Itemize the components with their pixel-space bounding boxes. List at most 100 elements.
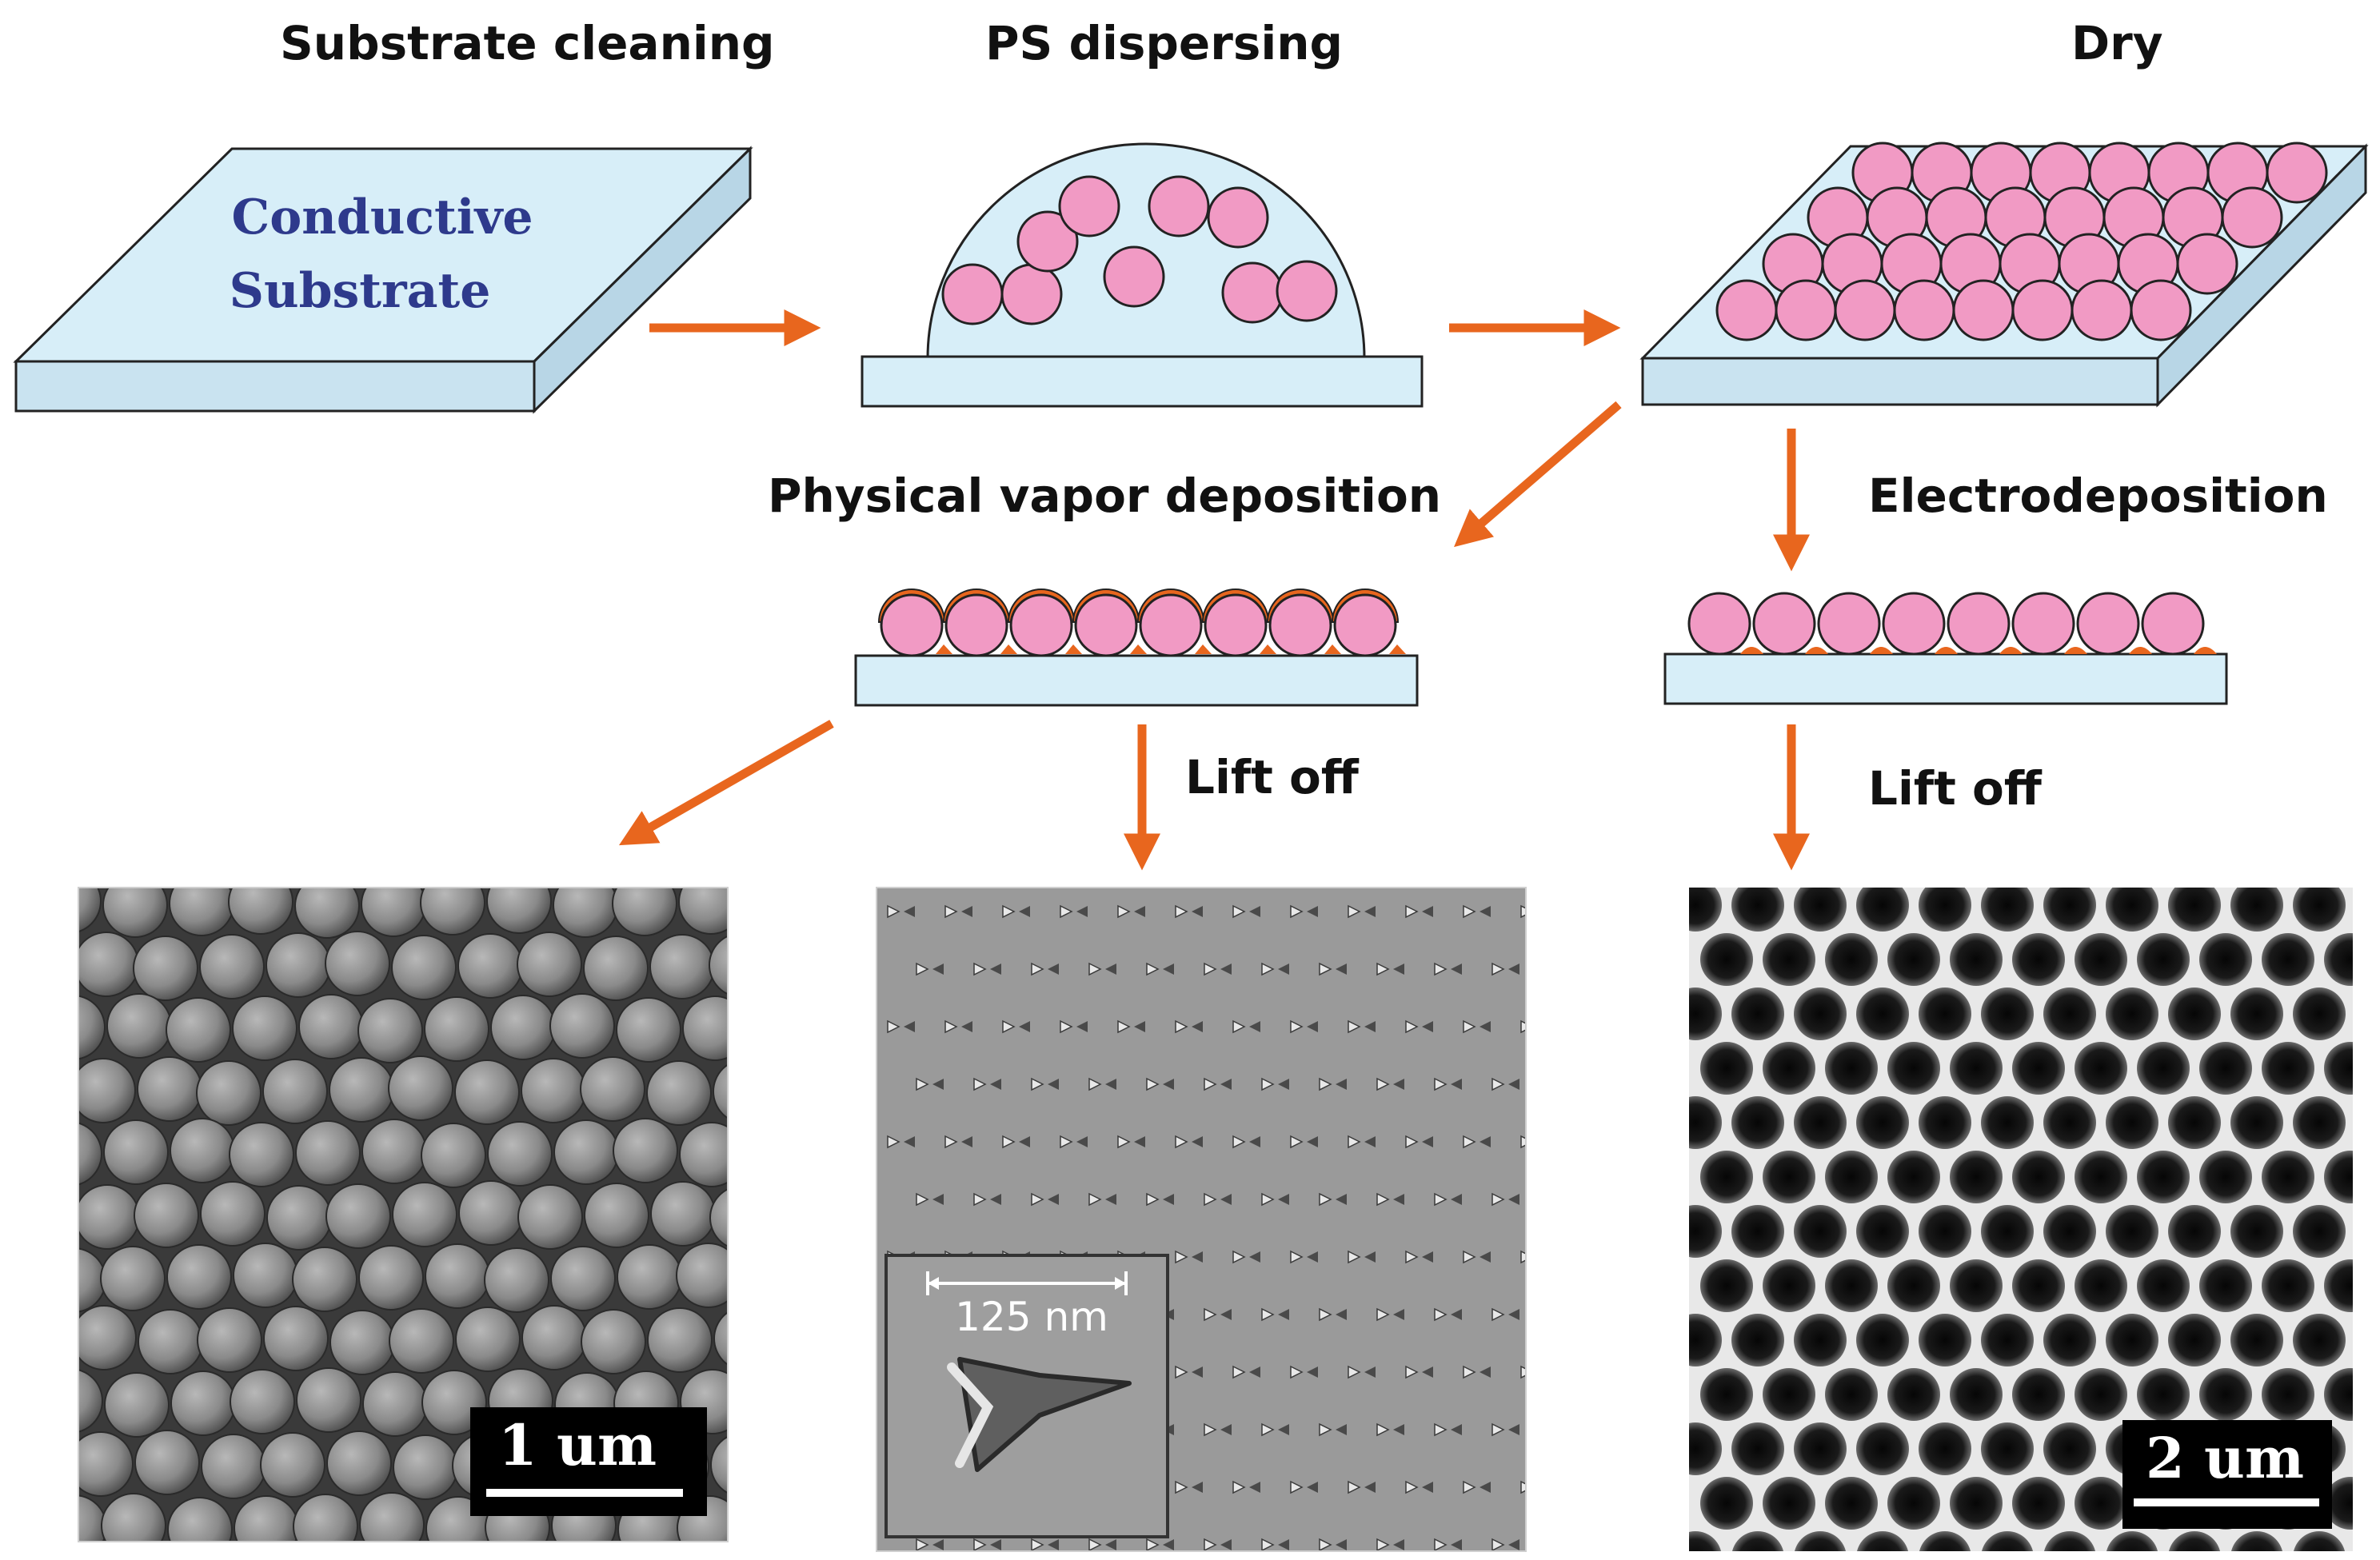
pore xyxy=(1794,1096,1847,1149)
metal-gap xyxy=(1130,644,1147,654)
nanotriangle xyxy=(1463,904,1476,919)
nanotriangle xyxy=(1508,1539,1519,1550)
nanotriangle xyxy=(1508,964,1519,975)
nanotriangle xyxy=(1307,1136,1318,1147)
pore xyxy=(1825,1368,1878,1421)
metal-fill xyxy=(2194,647,2217,654)
ps-sphere xyxy=(1268,593,1332,657)
nanotriangle xyxy=(1249,1136,1260,1147)
arrow-pvd-to-sem-left xyxy=(618,720,834,846)
nanotriangle xyxy=(1261,1077,1275,1091)
packed-sphere-array xyxy=(1715,142,2328,341)
sem-sphere xyxy=(745,874,809,938)
step-label-physical-vapor-deposition: Physical vapor deposition xyxy=(768,469,1442,523)
pore xyxy=(2355,1096,2380,1149)
sem-sphere xyxy=(294,888,360,939)
sem-sphere xyxy=(742,995,806,1059)
nanotriangle xyxy=(1422,906,1433,917)
nanotriangle xyxy=(1520,1480,1526,1494)
nanotriangle xyxy=(1175,904,1188,919)
ps-sphere xyxy=(1947,592,2011,656)
sem-sphere xyxy=(78,1431,134,1497)
nanotriangle xyxy=(1434,1192,1448,1207)
nanotriangle xyxy=(973,1538,987,1551)
ps-dispersing-illustration xyxy=(861,142,1424,408)
pore xyxy=(2043,888,2096,932)
nanotriangle xyxy=(1376,1422,1390,1437)
pore xyxy=(1794,888,1847,932)
sem-image-pvd-film: 1 um xyxy=(78,874,809,1542)
pore xyxy=(2043,987,2096,1040)
pore xyxy=(2355,1314,2380,1366)
ps-sphere xyxy=(1687,592,1751,656)
pore xyxy=(2106,1096,2158,1149)
nanotriangle xyxy=(1550,1309,1561,1320)
nanotriangle xyxy=(1278,964,1289,975)
pore xyxy=(2043,1531,2096,1551)
sem-sphere xyxy=(486,888,552,934)
scale-bar-right: 2 um xyxy=(2122,1420,2332,1529)
ps-sphere xyxy=(2071,279,2133,341)
nanotriangle xyxy=(1249,906,1260,917)
pore xyxy=(2075,1368,2127,1421)
nanotriangle xyxy=(1204,1307,1217,1322)
nanotriangle xyxy=(1451,1424,1462,1435)
pore xyxy=(2012,1368,2065,1421)
nanotriangle xyxy=(1463,1480,1476,1494)
pore xyxy=(2293,1096,2346,1149)
pore xyxy=(2012,933,2065,986)
nanotriangle xyxy=(1278,1194,1289,1205)
process-arrows xyxy=(618,309,1811,871)
pore xyxy=(1825,1259,1878,1312)
nanotriangle xyxy=(1491,1077,1505,1091)
nanotriangle xyxy=(1520,1250,1526,1264)
pore xyxy=(2043,1314,2096,1366)
nanotriangle xyxy=(1105,1539,1116,1550)
sem-sphere xyxy=(647,1307,713,1373)
pore xyxy=(2106,1531,2158,1551)
nanotriangle xyxy=(1232,904,1246,919)
metal-fill xyxy=(1805,647,1828,654)
step-label-electrodeposition: Electrodeposition xyxy=(1868,469,2328,523)
pore xyxy=(2199,933,2252,986)
nanotriangle xyxy=(1019,1021,1030,1032)
ps-sphere xyxy=(1103,245,1165,308)
sem-sphere xyxy=(134,1430,200,1495)
nanotriangle xyxy=(916,1192,929,1207)
pore xyxy=(1981,1531,2034,1551)
nanotriangle xyxy=(1364,906,1376,917)
nanotriangle xyxy=(1307,1251,1318,1263)
sem-sphere xyxy=(232,995,298,1061)
nanotriangle xyxy=(1019,1136,1030,1147)
sem-sphere xyxy=(679,1122,728,1187)
sem-sphere xyxy=(78,1184,140,1250)
pore xyxy=(2324,1042,2353,1095)
sem-sphere xyxy=(200,1181,266,1247)
nanotriangle xyxy=(1336,1079,1347,1090)
nanotriangle xyxy=(1348,1135,1361,1149)
nanotriangle xyxy=(1566,1194,1577,1205)
pore xyxy=(2355,987,2380,1040)
sem-sphere xyxy=(100,1246,166,1311)
nanotriangle xyxy=(973,962,987,976)
nanotriangle xyxy=(1480,1021,1491,1032)
nanotriangle xyxy=(1031,1077,1044,1091)
nanotriangle xyxy=(1088,1192,1102,1207)
nanotriangle xyxy=(1117,904,1131,919)
pore xyxy=(2355,1422,2380,1475)
sem-sphere xyxy=(167,1497,233,1542)
nanotriangle xyxy=(1261,1307,1275,1322)
sem-sphere xyxy=(613,1118,678,1183)
sem-sphere xyxy=(325,931,390,996)
pore xyxy=(2324,1151,2353,1203)
sem-sphere xyxy=(392,1182,457,1247)
nanotriangle xyxy=(1019,906,1030,917)
nanotriangle xyxy=(990,964,1001,975)
ps-sphere xyxy=(1016,210,1079,273)
nanotriangle xyxy=(1393,1194,1404,1205)
ps-sphere xyxy=(1074,593,1138,657)
nanotriangle xyxy=(1060,1135,1073,1149)
sem-sphere xyxy=(103,1119,169,1185)
nanotriangle xyxy=(1491,1192,1505,1207)
